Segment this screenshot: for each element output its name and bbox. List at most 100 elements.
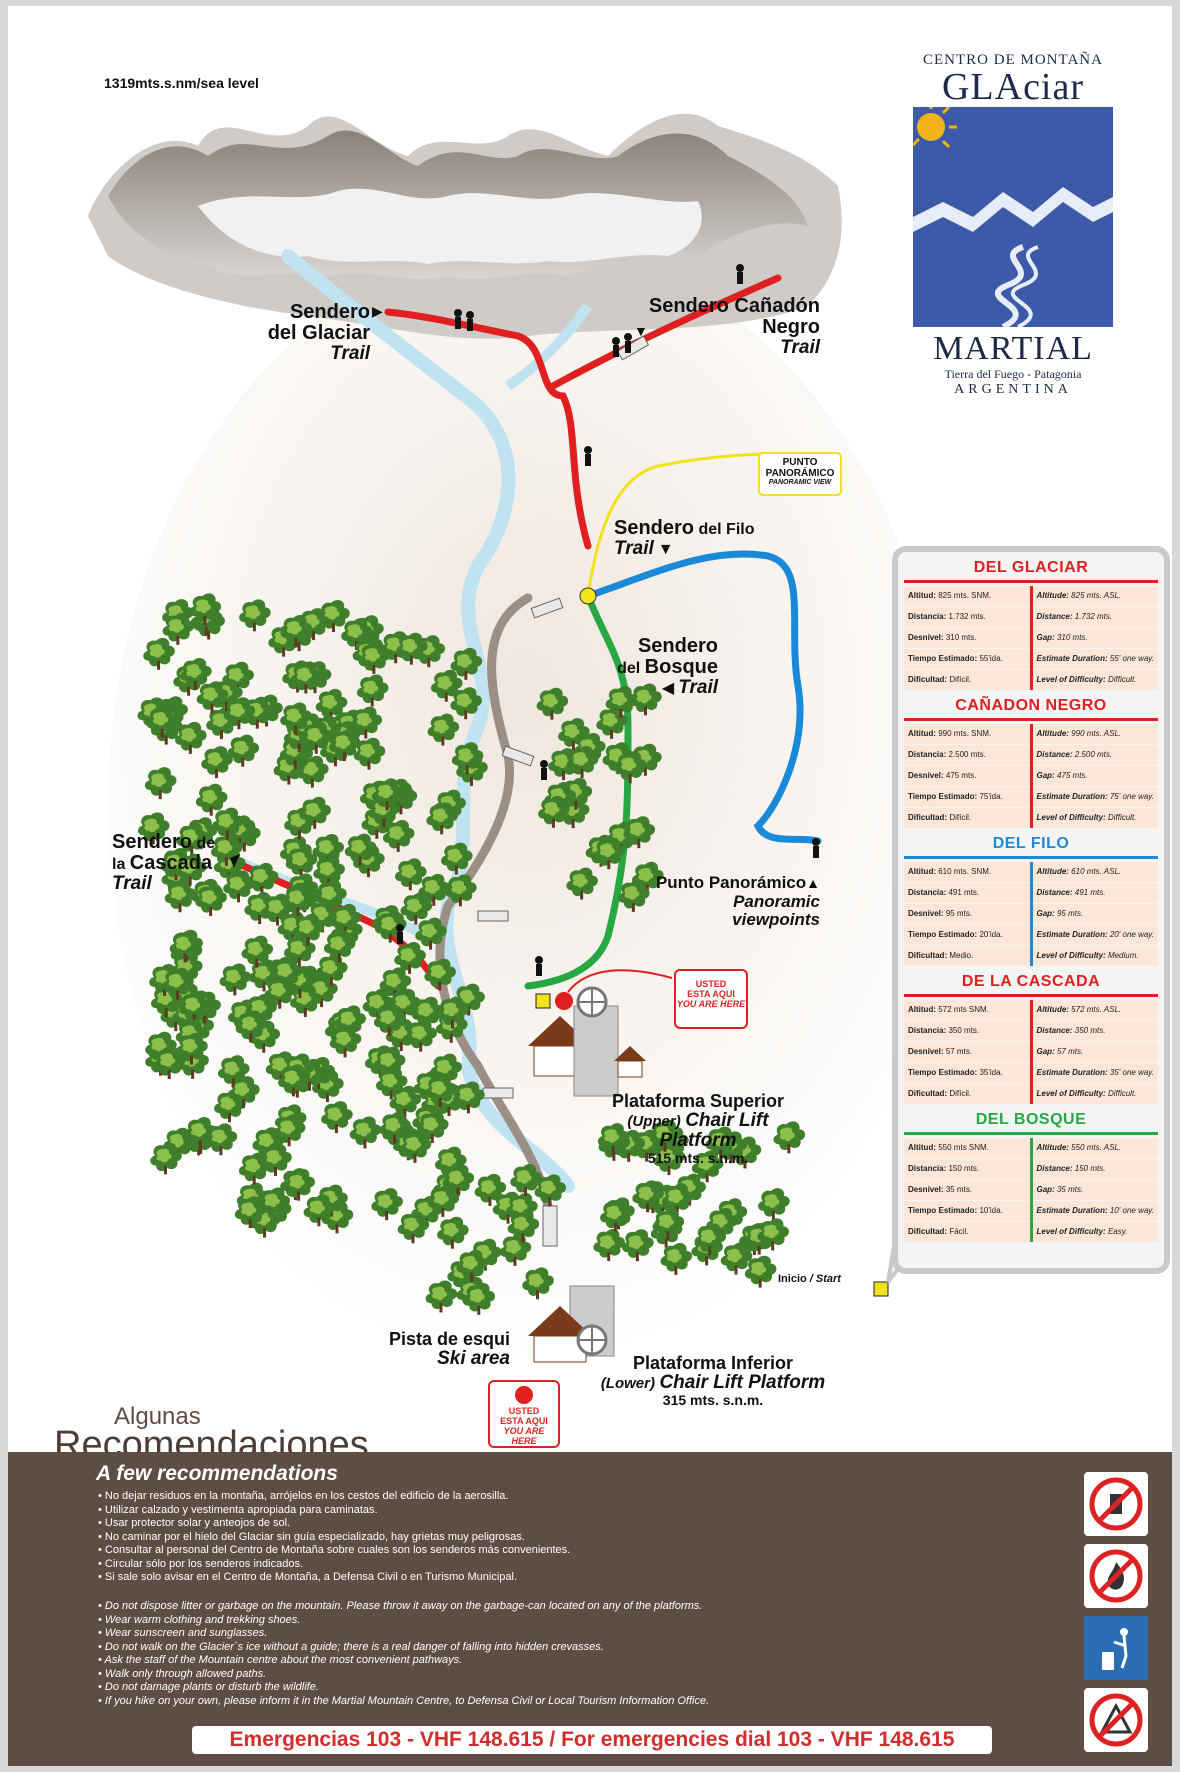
- divider: [1030, 862, 1033, 966]
- info-key: Tiempo Estimado:: [908, 654, 978, 663]
- info-cell-es: Tiempo Estimado: 55'ida.: [904, 649, 1030, 669]
- info-key: Level of Difficulty:: [1036, 1089, 1106, 1098]
- info-key: Desnivel:: [908, 771, 944, 780]
- info-key: Gap:: [1036, 1185, 1055, 1194]
- label-panoramic-point[interactable]: PUNTO PANORÁMICO PANORAMIC VIEW: [758, 452, 842, 496]
- chairlift-wheel-upper: [576, 986, 608, 1018]
- label-ski-area[interactable]: Pista de esqui Ski area: [388, 1329, 510, 1369]
- info-value: 310 mts.: [945, 633, 977, 642]
- info-key: Tiempo Estimado:: [908, 1206, 978, 1215]
- info-key: Tiempo Estimado:: [908, 792, 978, 801]
- label-del-glaciar[interactable]: Sendero del Glaciar Trail: [267, 301, 370, 364]
- info-value: 491 mts.: [1074, 888, 1106, 897]
- access-road: [435, 593, 553, 1211]
- elevation-label: 1319mts.s.nm/sea level: [104, 75, 259, 91]
- arrow-left-icon: ◀: [661, 680, 675, 697]
- info-key: Distance:: [1036, 612, 1073, 621]
- info-value: 990 mts. ASL.: [1071, 729, 1122, 738]
- recommendation-item: • Si sale solo avisar en el Centro de Mo…: [98, 1571, 517, 1583]
- start-label: Inicio / Start: [778, 1273, 841, 1285]
- info-cell-en: Level of Difficulty: Easy.: [1032, 1222, 1158, 1242]
- info-value: 20'ida.: [979, 930, 1003, 939]
- info-key: Distancia:: [908, 750, 947, 759]
- info-cell-en: Gap: 35 mts.: [1032, 1180, 1158, 1200]
- info-cell-es: Distancia: 1.732 mts.: [904, 607, 1030, 627]
- info-key: Altitud:: [908, 1143, 936, 1152]
- label-canadon-negro[interactable]: Sendero Cañadón Negro Trail: [648, 295, 820, 358]
- divider: [1030, 724, 1033, 828]
- info-key: Level of Difficulty:: [1036, 951, 1106, 960]
- trail-info-title: DEL BOSQUE: [904, 1108, 1158, 1135]
- trail-info-row: Dificultad: Medio.Level of Difficulty: M…: [904, 946, 1158, 966]
- bridge: [530, 597, 564, 619]
- info-value: 35 mts.: [945, 1185, 973, 1194]
- trail-info-title: DEL GLACIAR: [904, 556, 1158, 583]
- info-cell-es: Dificultad: Difícil.: [904, 670, 1030, 690]
- info-value: 150 mts.: [1074, 1164, 1106, 1173]
- trail-info-row: Desnivel: 310 mts.Gap: 310 mts.: [904, 628, 1158, 648]
- you-are-here-badge-upper: USTED ESTA AQUI YOU ARE HERE: [674, 969, 748, 1029]
- trail-info-row: Distancia: 2.500 mts.Distance: 2.500 mts…: [904, 745, 1158, 765]
- info-value: 35 mts.: [1056, 1185, 1084, 1194]
- info-key: Distancia:: [908, 888, 947, 897]
- info-cell-es: Desnivel: 475 mts.: [904, 766, 1030, 786]
- trail-info-row: Tiempo Estimado: 10'ida.Estimate Duratio…: [904, 1201, 1158, 1221]
- triangle-up-icon: ▲: [806, 875, 820, 891]
- info-value: 55' one way.: [1109, 654, 1154, 663]
- label-cascada[interactable]: Sendero de la Cascada Trail: [112, 831, 216, 894]
- info-key: Dificultad:: [908, 675, 948, 684]
- info-key: Gap:: [1036, 633, 1055, 642]
- divider: [1030, 1000, 1033, 1104]
- arrow-down-icon: ▼: [657, 541, 674, 558]
- start-square-marker: [535, 993, 551, 1009]
- trail-info-row: Altitud: 550 mts SNM.Altitude: 550 mts. …: [904, 1138, 1158, 1158]
- info-cell-es: Tiempo Estimado: 10'ida.: [904, 1201, 1030, 1221]
- info-value: 150 mts.: [948, 1164, 980, 1173]
- info-key: Altitud:: [908, 1005, 936, 1014]
- recommendation-item: • Ask the staff of the Mountain centre a…: [98, 1654, 463, 1666]
- info-cell-en: Altitude: 610 mts. ASL.: [1032, 862, 1158, 882]
- info-cell-en: Distance: 491 mts.: [1032, 883, 1158, 903]
- info-value: Difícil.: [949, 675, 972, 684]
- info-value: 550 mts SNM.: [938, 1143, 989, 1152]
- info-cell-es: Altitud: 572 mts SNM.: [904, 1000, 1030, 1020]
- bridge: [477, 910, 509, 922]
- label-del-filo[interactable]: Sendero del Filo Trail▼: [614, 517, 755, 559]
- trail-info-title: DEL FILO: [904, 832, 1158, 859]
- info-value: 2.500 mts.: [948, 750, 986, 759]
- recommendation-item: • Usar protector solar y anteojos de sol…: [98, 1517, 291, 1529]
- info-cell-en: Estimate Duration: 20' one way.: [1032, 925, 1158, 945]
- info-value: 10' one way.: [1109, 1206, 1154, 1215]
- info-cell-en: Level of Difficulty: Medium.: [1032, 946, 1158, 966]
- info-value: 20' one way.: [1109, 930, 1154, 939]
- info-key: Distance:: [1036, 1164, 1073, 1173]
- info-key: Level of Difficulty:: [1036, 813, 1106, 822]
- no-spray-icon: [1084, 1472, 1148, 1536]
- trail-info-row: Distancia: 1.732 mts. Distance: 1.732 mts…: [904, 607, 1158, 627]
- label-del-bosque[interactable]: Sendero del Bosque ◀Trail: [617, 635, 718, 698]
- info-cell-en: Estimate Duration: 35' one way.: [1032, 1063, 1158, 1083]
- info-cell-es: Tiempo Estimado: 75'ida.: [904, 787, 1030, 807]
- info-cell-en: Gap: 310 mts.: [1032, 628, 1158, 648]
- bridge: [542, 1205, 558, 1247]
- info-cell-en: Level of Difficulty: Difficult.: [1032, 1084, 1158, 1104]
- label-viewpoint[interactable]: Punto Panorámico▲ Panoramic viewpoints: [655, 873, 820, 929]
- info-cell-en: Level of Difficulty: Difficult.: [1032, 670, 1158, 690]
- info-value: Medio.: [949, 951, 974, 960]
- label-upper-platform[interactable]: Plataforma Superior (Upper) Chair Lift P…: [611, 1091, 785, 1166]
- recommendation-item: • If you hike on your own, please inform…: [98, 1694, 710, 1707]
- info-key: Altitud:: [908, 867, 936, 876]
- recommendation-item: • Wear sunscreen and sunglasses.: [98, 1627, 268, 1639]
- info-value: Difícil.: [949, 813, 972, 822]
- info-cell-es: Tiempo Estimado: 35'ida.: [904, 1063, 1030, 1083]
- info-key: Desnivel:: [908, 909, 944, 918]
- info-cell-en: Estimate Duration: 10' one way.: [1032, 1201, 1158, 1221]
- info-value: 572 mts. ASL.: [1071, 1005, 1122, 1014]
- label-lower-platform[interactable]: Plataforma Inferior (Lower) Chair Lift P…: [600, 1353, 826, 1408]
- info-value: 95 mts.: [1056, 909, 1084, 918]
- info-key: Altitud:: [908, 729, 936, 738]
- info-value: 1.732 mts.: [1074, 612, 1113, 621]
- trail-map-sheet: 1319mts.s.nm/sea level Sendero del Glaci…: [8, 6, 1172, 1766]
- info-cell-es: Dificultad: Difícil.: [904, 808, 1030, 828]
- info-value: 475 mts.: [945, 771, 977, 780]
